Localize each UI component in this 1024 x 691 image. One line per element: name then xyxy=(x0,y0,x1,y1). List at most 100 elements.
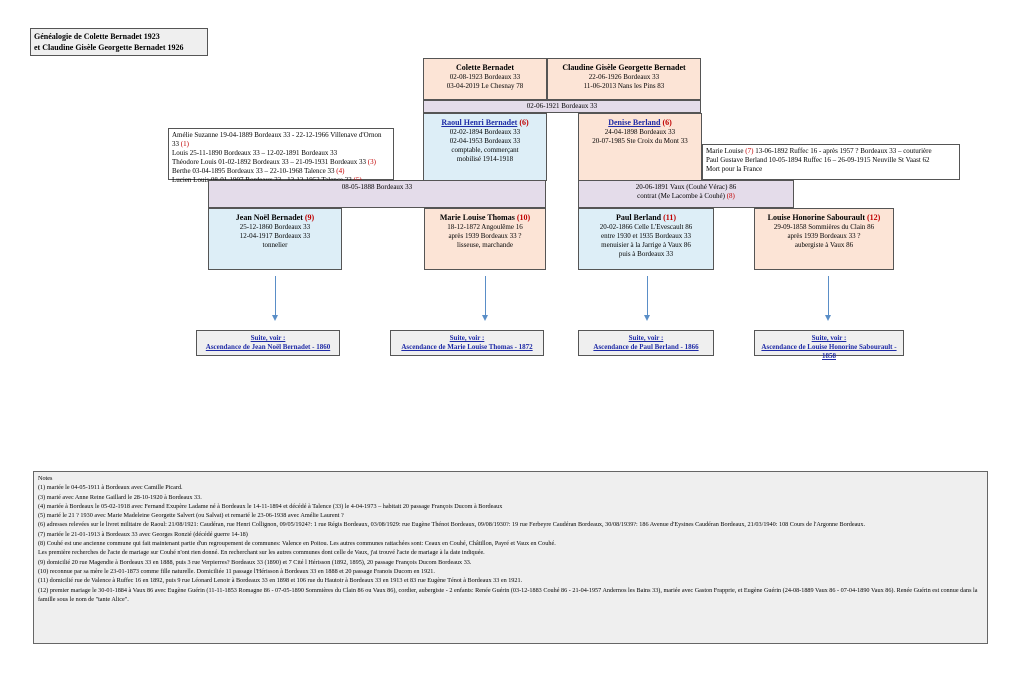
marriage-date: 20-06-1891 Vaux (Couhé Vérac) 86 xyxy=(635,183,737,191)
person-occupation: lisseuse, marchande xyxy=(457,241,513,249)
arrow-line xyxy=(647,276,648,316)
person-paul: Paul Berland (11) 20-02-1866 Celle L'Eve… xyxy=(578,208,714,270)
note-ref: (6) xyxy=(662,118,672,127)
marriage-date: 02-06-1921 Bordeaux 33 xyxy=(526,102,598,110)
person-occupation: comptable, commerçant xyxy=(451,146,519,154)
note-ref: (4) xyxy=(336,167,345,175)
note-line: (11) domicilié rue de Valence à Ruffec 1… xyxy=(38,577,523,585)
arrow-head xyxy=(644,315,650,321)
person-residence: puis à Bordeaux 33 xyxy=(618,250,674,258)
person-name: Louise Honorine Sabourault xyxy=(767,213,866,222)
person-birth: 18-12-1872 Angoulême 16 xyxy=(447,223,523,231)
person-death: 20-07-1985 Ste Croix du Mont 33 xyxy=(592,137,688,145)
person-name: Marie Louise Thomas xyxy=(439,213,515,222)
note-ref: (10) xyxy=(516,213,531,222)
notes-heading: Notes xyxy=(38,475,53,482)
note-line: (6) adresses relevées sur le livret mili… xyxy=(38,521,866,529)
title-line-2: et Claudine Gisèle Georgette Bernadet 19… xyxy=(34,43,184,52)
person-name-row: Paul Berland (11) xyxy=(579,212,713,223)
sibling-line: Marie Louise (7) 13-06-1892 Ruffec 16 - … xyxy=(706,147,956,156)
suite-label[interactable]: Suite, voir : xyxy=(628,334,664,342)
sibling-line: Mort pour la France xyxy=(706,165,763,173)
sibling-line: Théodore Louis 01-02-1892 Bordeaux 33 – … xyxy=(172,158,390,167)
person-birth: 24-04-1898 Bordeaux 33 xyxy=(604,128,676,136)
suite-link[interactable]: Ascendance de Marie Louise Thomas - 1872 xyxy=(401,343,533,351)
arrow-head xyxy=(272,315,278,321)
arrow-line xyxy=(828,276,829,316)
arrow-line xyxy=(275,276,276,316)
person-link-denise[interactable]: Denise Berland xyxy=(608,118,661,127)
note-line: (9) domicilié 20 rue Magendie à Bordeaux… xyxy=(38,558,472,566)
person-name: Paul Berland xyxy=(615,213,662,222)
person-birth: 20-02-1866 Celle L'Evescault 86 xyxy=(599,223,693,231)
contract-text: contrat (Me Lacombe à Couhé) xyxy=(637,192,725,200)
note-line: (4) mariée à Bordeaux le 05-02-1918 avec… xyxy=(38,502,503,510)
person-marie: Marie Louise Thomas (10) 18-12-1872 Ango… xyxy=(424,208,546,270)
notes-panel: Notes (1) mariée le 04-05-1911 à Bordeau… xyxy=(33,471,988,644)
sibling-line: Paul Gustave Berland 10-05-1894 Ruffec 1… xyxy=(706,156,930,164)
person-death: après 1939 Bordeaux 33 ? xyxy=(448,232,522,240)
person-name-row: Louise Honorine Sabourault (12) xyxy=(755,212,893,223)
suite-louise[interactable]: Suite, voir : Ascendance de Louise Honor… xyxy=(754,330,904,360)
person-death: 11-06-2013 Nans les Pins 83 xyxy=(583,82,665,90)
sibling-text: Berthe 03-04-1895 Bordeaux 33 – 22-10-19… xyxy=(172,167,335,175)
marriage-contract: contrat (Me Lacombe à Couhé) (8) xyxy=(579,192,793,201)
suite-label[interactable]: Suite, voir : xyxy=(449,334,485,342)
note-line: (10) reconnue par sa mère le 23-01-1873 … xyxy=(38,567,435,575)
person-raoul: Raoul Henri Bernadet (6) 02-02-1894 Bord… xyxy=(423,113,547,181)
marriage-berland: 20-06-1891 Vaux (Couhé Vérac) 86 contrat… xyxy=(578,180,794,208)
siblings-bernadet: Amélie Suzanne 19-04-1889 Bordeaux 33 - … xyxy=(168,128,394,184)
person-occupation: menuisier à la Jarrige à Vaux 86 xyxy=(601,241,691,249)
person-death: 03-04-2019 Le Chesnay 78 xyxy=(446,82,524,90)
note-line: (5) marié le 21 ? 1930 avec Marie Madele… xyxy=(38,512,344,520)
note-ref: (6) xyxy=(519,118,529,127)
person-birth: 02-08-1923 Bordeaux 33 xyxy=(449,73,521,81)
person-birth: 29-09-1858 Sommières du Clain 86 xyxy=(773,223,875,231)
suite-jean[interactable]: Suite, voir : Ascendance de Jean Noël Be… xyxy=(196,330,340,356)
person-louise: Louise Honorine Sabourault (12) 29-09-18… xyxy=(754,208,894,270)
note-line: (1) mariée le 04-05-1911 à Bordeaux avec… xyxy=(38,484,183,492)
suite-link[interactable]: Ascendance de Jean Noël Bernadet - 1860 xyxy=(205,343,331,351)
note-line: (12) premier mariage le 30-01-1884 à Vau… xyxy=(38,586,978,603)
note-line: (3) marié avec Anne Reine Gaillard le 28… xyxy=(38,493,202,501)
note-ref: (12) xyxy=(867,213,881,222)
note-line: Les première recherches de l'acte de mar… xyxy=(38,549,485,557)
arrow-head xyxy=(825,315,831,321)
note-ref: (8) xyxy=(726,192,735,200)
person-name: Colette Bernadet xyxy=(456,63,514,72)
suite-paul[interactable]: Suite, voir : Ascendance de Paul Berland… xyxy=(578,330,714,356)
person-name-row: Jean Noël Bernadet (9) xyxy=(209,212,341,223)
sibling-text: Théodore Louis 01-02-1892 Bordeaux 33 – … xyxy=(172,158,367,166)
person-link-raoul[interactable]: Raoul Henri Bernadet xyxy=(441,118,518,127)
person-colette: Colette Bernadet 02-08-1923 Bordeaux 33 … xyxy=(423,58,547,100)
suite-marie[interactable]: Suite, voir : Ascendance de Marie Louise… xyxy=(390,330,544,356)
note-line: (8) Couhé est une ancienne commune qui f… xyxy=(38,540,556,548)
sibling-text: Louis 25-11-1890 Bordeaux 33 – 12-02-189… xyxy=(172,149,338,157)
note-ref: (1) xyxy=(180,140,189,148)
person-name-row: Denise Berland (6) xyxy=(579,117,701,128)
marriage-date: 08-05-1888 Bordeaux 33 xyxy=(341,183,413,191)
marriage-parents: 02-06-1921 Bordeaux 33 xyxy=(423,100,701,113)
suite-link[interactable]: Ascendance de Louise Honorine Sabourault… xyxy=(761,343,897,360)
person-birth: 22-06-1926 Bordeaux 33 xyxy=(588,73,660,81)
person-claudine: Claudine Gisèle Georgette Bernadet 22-06… xyxy=(547,58,701,100)
person-death: 02-04-1953 Bordeaux 33 xyxy=(449,137,521,145)
person-name: Claudine Gisèle Georgette Bernadet xyxy=(562,63,686,72)
note-ref: (9) xyxy=(304,213,315,222)
siblings-berland: Marie Louise (7) 13-06-1892 Ruffec 16 - … xyxy=(702,144,960,180)
person-birth: 25-12-1860 Bordeaux 33 xyxy=(239,223,311,231)
person-denise: Denise Berland (6) 24-04-1898 Bordeaux 3… xyxy=(578,113,702,181)
person-birth: 02-02-1894 Bordeaux 33 xyxy=(449,128,521,136)
suite-link[interactable]: Ascendance de Paul Berland - 1866 xyxy=(593,343,699,351)
sibling-text: Marie Louise xyxy=(706,147,744,155)
person-name-row: Raoul Henri Bernadet (6) xyxy=(424,117,546,128)
person-jean: Jean Noël Bernadet (9) 25-12-1860 Bordea… xyxy=(208,208,342,270)
person-occupation: tonnelier xyxy=(262,241,288,249)
person-death: 12-04-1917 Bordeaux 33 xyxy=(239,232,311,240)
note-ref: (3) xyxy=(367,158,376,166)
person-death: après 1939 Bordeaux 33 ? xyxy=(787,232,861,240)
suite-label[interactable]: Suite, voir : xyxy=(811,334,847,342)
person-name-row: Marie Louise Thomas (10) xyxy=(425,212,545,223)
page-title: Généalogie de Colette Bernadet 1923 et C… xyxy=(30,28,208,56)
suite-label[interactable]: Suite, voir : xyxy=(250,334,286,342)
